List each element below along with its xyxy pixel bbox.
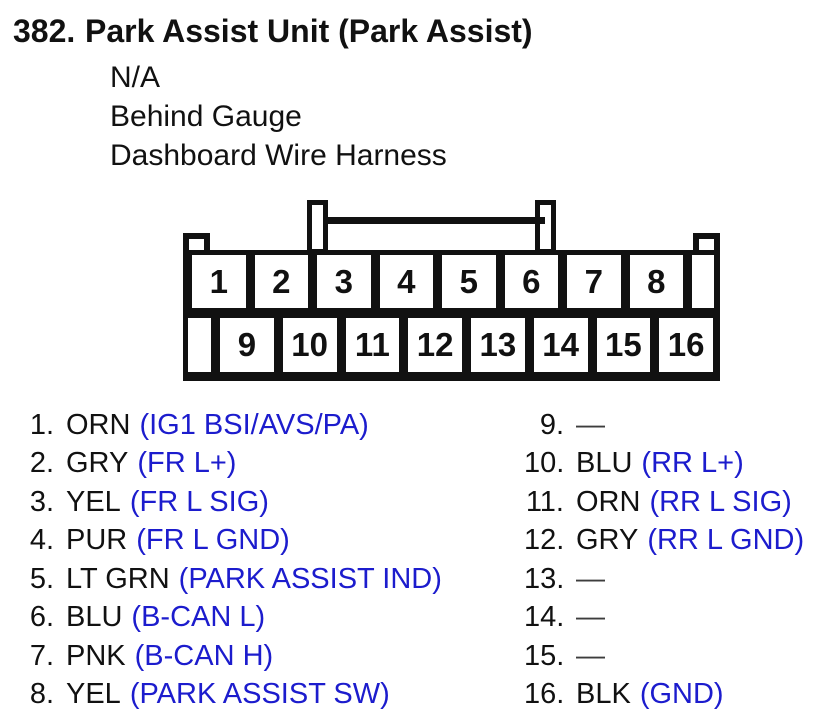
signal-name: (RR L SIG): [649, 485, 792, 518]
pin-row-entry: 13. —: [524, 560, 804, 599]
wire-color: YEL: [66, 485, 121, 518]
signal-name: (GND): [639, 678, 724, 711]
component-details: N/A Behind Gauge Dashboard Wire Harness: [110, 58, 447, 175]
section-number: 382.: [13, 13, 76, 49]
pin-cell-14: 14: [533, 318, 588, 372]
pin-number: 12.: [524, 524, 565, 557]
pin-row-entry: 1. ORN (IG1 BSI/AVS/PA): [26, 406, 442, 445]
pin-row-entry: 16. BLK (GND): [524, 676, 804, 715]
pin-list-right: 9. — 10. BLU (RR L+) 11. ORN (RR L SIG) …: [524, 406, 804, 714]
pin-cell-13: 13: [471, 318, 525, 372]
pin-row-entry: 12. GRY (RR L GND): [524, 522, 804, 561]
pin-row-entry: 4. PUR (FR L GND): [26, 522, 442, 561]
wire-color: GRY: [576, 524, 639, 557]
signal-name: (B-CAN L): [131, 601, 266, 634]
pin-cell-4: 4: [379, 255, 433, 308]
pin-cell-8: 8: [629, 255, 683, 308]
pin-row-top: 1 2 3 4 5 6 7 8: [192, 255, 714, 308]
pin-number: 3.: [29, 485, 54, 518]
wire-color: BLU: [66, 601, 123, 634]
pin-row-entry: 9. —: [524, 406, 804, 445]
pin-cell-12: 12: [408, 318, 462, 372]
signal-name: (PARK ASSIST SW): [129, 678, 390, 711]
signal-name: (FR L+): [137, 447, 237, 480]
pin-cell-11: 11: [345, 318, 400, 372]
pin-number: 16.: [524, 678, 565, 711]
wire-color: BLK: [576, 678, 631, 711]
wire-color: BLU: [576, 447, 633, 480]
location-text: N/A: [110, 61, 161, 94]
page-header: 382. Park Assist Unit (Park Assist): [13, 14, 533, 48]
pin-cell-3: 3: [317, 255, 371, 308]
signal-name: (FR L GND): [136, 524, 290, 557]
pin-number: 8.: [29, 678, 54, 711]
pin-number: 10.: [524, 447, 565, 480]
wire-color: —: [576, 601, 605, 634]
wire-color: PNK: [66, 639, 126, 672]
pin-number: 11.: [525, 485, 564, 518]
blank-cell-right: [692, 255, 714, 308]
pin-number: 7.: [29, 639, 54, 672]
pin-number: 6.: [29, 601, 54, 634]
pin-cell-6: 6: [504, 255, 558, 308]
pin-cell-9: 9: [220, 318, 274, 372]
pin-number: 15.: [524, 639, 565, 672]
wire-color: —: [576, 408, 605, 441]
latch-bar: [323, 217, 545, 224]
latch-post-right: [535, 200, 556, 254]
pin-cell-10: 10: [282, 318, 337, 372]
pin-row-entry: 11. ORN (RR L SIG): [524, 483, 804, 522]
pin-row-entry: 6. BLU (B-CAN L): [26, 599, 442, 638]
connector-diagram: 1 2 3 4 5 6 7 8 9 10 11 12 13 14 15 16: [183, 198, 720, 381]
latch-post-left: [307, 200, 328, 254]
pin-row-entry: 10. BLU (RR L+): [524, 445, 804, 484]
wire-color: GRY: [66, 447, 129, 480]
pin-number: 5.: [29, 562, 54, 595]
pin-row-entry: 7. PNK (B-CAN H): [26, 637, 442, 676]
pin-cell-16: 16: [659, 318, 713, 372]
pin-row-entry: 3. YEL (FR L SIG): [26, 483, 442, 522]
pin-cell-1: 1: [192, 255, 246, 308]
mount-location-text: Behind Gauge: [110, 100, 302, 133]
pin-cell-15: 15: [596, 318, 651, 372]
wire-color: —: [576, 639, 605, 672]
signal-name: (IG1 BSI/AVS/PA): [139, 408, 369, 441]
signal-name: (B-CAN H): [134, 639, 274, 672]
pin-number: 2.: [29, 447, 54, 480]
signal-name: (RR L GND): [647, 524, 805, 557]
pin-row-entry: 8. YEL (PARK ASSIST SW): [26, 676, 442, 715]
wire-color: YEL: [66, 678, 121, 711]
pin-row-entry: 14. —: [524, 599, 804, 638]
pin-list-left: 1. ORN (IG1 BSI/AVS/PA) 2. GRY (FR L+) 3…: [26, 406, 442, 714]
harness-text: Dashboard Wire Harness: [110, 139, 447, 172]
wire-color: ORN: [66, 408, 131, 441]
pin-cell-5: 5: [442, 255, 496, 308]
page-title: Park Assist Unit (Park Assist): [85, 13, 533, 49]
blank-cell-left: [188, 318, 211, 372]
wire-color: LT GRN: [66, 562, 170, 595]
pin-number: 9.: [539, 408, 564, 441]
pin-row-entry: 2. GRY (FR L+): [26, 445, 442, 484]
pin-row-entry: 15. —: [524, 637, 804, 676]
pin-row-entry: 5. LT GRN (PARK ASSIST IND): [26, 560, 442, 599]
signal-name: (FR L SIG): [129, 485, 269, 518]
wire-color: ORN: [576, 485, 641, 518]
wire-color: —: [576, 562, 605, 595]
pin-number: 4.: [29, 524, 54, 557]
pin-cell-7: 7: [567, 255, 621, 308]
wire-color: PUR: [66, 524, 128, 557]
pin-row-bottom: 9 10 11 12 13 14 15 16: [188, 318, 713, 372]
pin-number: 1.: [29, 408, 54, 441]
signal-name: (PARK ASSIST IND): [178, 562, 442, 595]
signal-name: (RR L+): [641, 447, 744, 480]
pin-number: 13.: [524, 562, 565, 595]
connector-body: 1 2 3 4 5 6 7 8 9 10 11 12 13 14 15 16: [183, 250, 720, 381]
pin-number: 14.: [524, 601, 565, 634]
pin-cell-2: 2: [254, 255, 308, 308]
